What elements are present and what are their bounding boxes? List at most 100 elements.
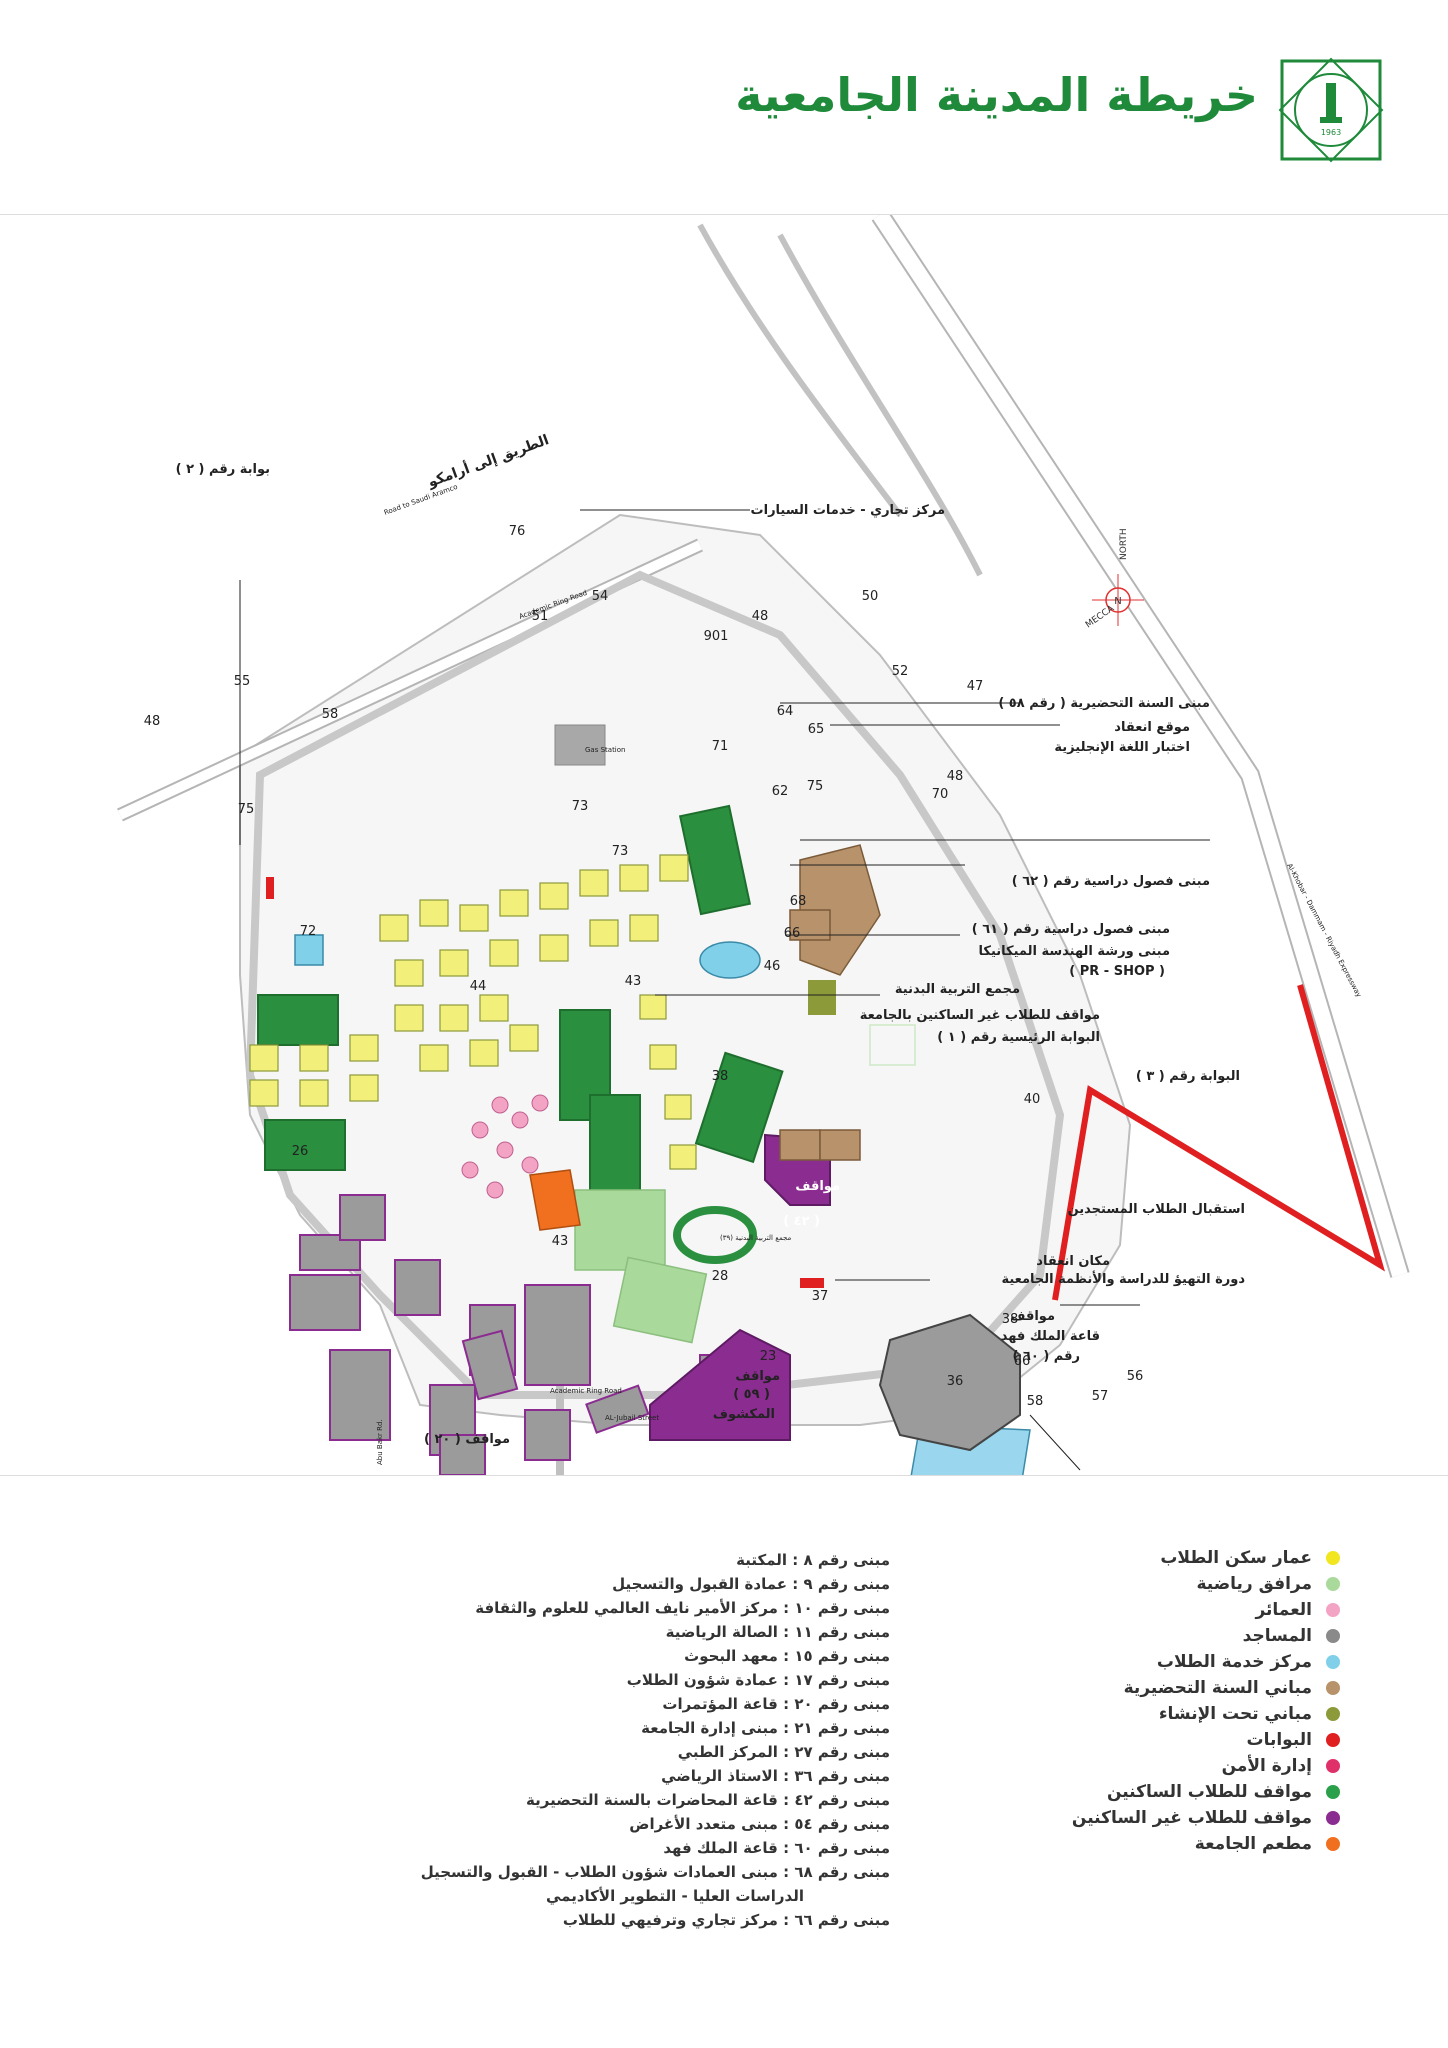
building-labels: 76 54 51 50 48 901 52 47 55 48 58 64 65 … [144, 524, 1144, 1409]
legend-item: مواقف للطلاب غير الساكنين [1010, 1805, 1340, 1831]
legend-dot [1326, 1681, 1340, 1695]
gate-main [800, 1278, 824, 1288]
building-list-item: مبنى رقم ٣٦ : الاستاذ الرياضي [661, 1767, 890, 1785]
svg-text:موقع انعقاد: موقع انعقاد [1114, 720, 1190, 735]
svg-text:البوابة رقم ( ٣ ): البوابة رقم ( ٣ ) [1136, 1069, 1240, 1084]
legend-item: المساجد [1010, 1623, 1340, 1649]
legend-label: مركز خدمة الطلاب [1156, 1652, 1312, 1672]
svg-text:44: 44 [470, 979, 487, 994]
svg-text:65: 65 [808, 722, 825, 737]
svg-text:مجمع التربية البدنية: مجمع التربية البدنية [895, 982, 1020, 997]
building-list: مبنى رقم ٨ : المكتبة مبنى رقم ٩ : عمادة ا… [420, 1548, 890, 1932]
svg-text:23: 23 [760, 1349, 777, 1364]
svg-text:استقبال الطلاب المستجدين: استقبال الطلاب المستجدين [1068, 1202, 1245, 1217]
building-list-item: مبنى رقم ٢٠ : قاعة المؤتمرات [662, 1695, 890, 1713]
svg-text:مواقف للطلاب غير الساكنين بالج: مواقف للطلاب غير الساكنين بالجامعة [860, 1008, 1100, 1023]
svg-text:NORTH: NORTH [1119, 528, 1129, 560]
svg-text:72: 72 [300, 924, 317, 939]
svg-text:المكشوف: المكشوف [713, 1407, 775, 1422]
building-list-item: مبنى رقم ١٧ : عمادة شؤون الطلاب [626, 1671, 890, 1689]
svg-text:28: 28 [712, 1269, 729, 1284]
svg-text:73: 73 [612, 844, 629, 859]
svg-text:1963: 1963 [1321, 128, 1341, 137]
svg-text:مواقف: مواقف [1010, 1309, 1055, 1324]
svg-text:50: 50 [862, 589, 879, 604]
svg-text:مواقف ( ٢٠ ): مواقف ( ٢٠ ) [424, 1432, 510, 1447]
legend-dot [1326, 1655, 1340, 1669]
svg-text:MECCA: MECCA [1084, 603, 1117, 630]
building-list-item: الدراسات العليا - التطوير الأكاديمي [545, 1887, 804, 1905]
svg-text:مواقف: مواقف [795, 1179, 840, 1194]
svg-text:55: 55 [234, 674, 251, 689]
svg-text:مواقف: مواقف [735, 1369, 780, 1384]
svg-text:48: 48 [144, 714, 161, 729]
svg-text:38: 38 [712, 1069, 729, 1084]
svg-text:38: 38 [1002, 1312, 1019, 1327]
svg-text:48: 48 [752, 609, 769, 624]
svg-text:40: 40 [1024, 1092, 1041, 1107]
svg-text:Road to Saudi Aramco: Road to Saudi Aramco [383, 483, 459, 517]
svg-text:AL-Jubail Street: AL-Jubail Street [605, 1414, 659, 1422]
legend-label: مطعم الجامعة [1194, 1834, 1312, 1854]
legend-item: مطعم الجامعة [1010, 1831, 1340, 1857]
svg-text:مجمع التربية البدنية (٣٩): مجمع التربية البدنية (٣٩) [720, 1234, 792, 1242]
label-road-aramco-ar: الطريق إلى أرامكو [424, 430, 551, 491]
svg-text:( PR - SHOP ): ( PR - SHOP ) [1069, 964, 1165, 979]
legend-dot [1326, 1759, 1340, 1773]
legend-dot [1326, 1603, 1340, 1617]
svg-text:مبنى فصول دراسية رقم ( ٦٢ ): مبنى فصول دراسية رقم ( ٦٢ ) [1012, 874, 1210, 889]
footer-divider [0, 1475, 1448, 1476]
legend-label: مواقف للطلاب الساكنين [1106, 1782, 1312, 1802]
legend-dot [1326, 1811, 1340, 1825]
stadium-36 [878, 1313, 1021, 1452]
legend-label: مواقف للطلاب غير الساكنين [1071, 1808, 1312, 1828]
legend-item: مباني تحت الإنشاء [1010, 1701, 1340, 1727]
svg-text:75: 75 [238, 802, 255, 817]
svg-text:58: 58 [322, 707, 339, 722]
building-list-item: مبنى رقم ٥٤ : مبنى متعدد الأغراض [629, 1815, 890, 1833]
svg-text:47: 47 [967, 679, 984, 694]
svg-text:51: 51 [532, 609, 549, 624]
legend-dot [1326, 1707, 1340, 1721]
svg-text:66: 66 [784, 926, 801, 941]
svg-text:58: 58 [1027, 1394, 1044, 1409]
legend-dot [1326, 1785, 1340, 1799]
road-interchange [697, 223, 983, 577]
svg-text:دورة التهيؤ للدراسة والأنظمة ا: دورة التهيؤ للدراسة والأنظمة الجامعية [1001, 1270, 1245, 1287]
legend-dot [1326, 1577, 1340, 1591]
svg-text:اختبار اللغة الإنجليزية: اختبار اللغة الإنجليزية [1054, 740, 1190, 755]
legend-label: إدارة الأمن [1221, 1756, 1312, 1776]
building-list-item: مبنى رقم ٦٦ : مركز تجاري وترفيهي للطلاب [562, 1911, 890, 1929]
svg-text:Abu Bakr Rd.: Abu Bakr Rd. [376, 1419, 384, 1465]
svg-text:Gas Station: Gas Station [585, 746, 625, 754]
building-list-item: مبنى رقم ٤٢ : قاعة المحاضرات بالسنة التح… [526, 1791, 890, 1809]
svg-text:43: 43 [625, 974, 642, 989]
svg-text:76: 76 [509, 524, 526, 539]
building-list-item: مبنى رقم ٦٠ : قاعة الملك فهد [663, 1839, 890, 1857]
building-list-item: مبنى رقم ٩ : عمادة القبول والتسجيل [612, 1575, 890, 1593]
svg-text:Academic Ring Road: Academic Ring Road [550, 1387, 622, 1395]
svg-text:مبنى السنة التحضيرية ( رقم ٥٨: مبنى السنة التحضيرية ( رقم ٥٨ ) [998, 696, 1210, 711]
svg-text:52: 52 [892, 664, 909, 679]
ring-road [245, 570, 1065, 1399]
legend-dot [1326, 1733, 1340, 1747]
university-logo: 1963 [1278, 57, 1384, 163]
svg-text:( ٥٩ ): ( ٥٩ ) [733, 1387, 770, 1402]
svg-text:70: 70 [932, 787, 949, 802]
svg-text:مبنى فصول دراسية رقم ( ٦١ ): مبنى فصول دراسية رقم ( ٦١ ) [972, 922, 1170, 937]
building-list-item: مبنى رقم ٦٨ : مبنى العمادات شؤون الطلاب … [420, 1863, 890, 1881]
svg-text:43: 43 [552, 1234, 569, 1249]
restaurant-40 [529, 1169, 581, 1231]
header-divider [0, 214, 1448, 215]
legend-item: مباني السنة التحضيرية [1010, 1675, 1340, 1701]
building-list-item: مبنى رقم ١٥ : معهد البحوث [684, 1647, 890, 1665]
legend-item: عمار سكن الطلاب [1010, 1545, 1340, 1571]
legend-item: البوابات [1010, 1727, 1340, 1753]
svg-text:( ٤٢ ): ( ٤٢ ) [783, 1214, 820, 1229]
legend-dot [1326, 1837, 1340, 1851]
svg-text:مركز تجاري - خدمات السيارات: مركز تجاري - خدمات السيارات [751, 503, 945, 518]
svg-text:48: 48 [947, 769, 964, 784]
svg-text:73: 73 [572, 799, 589, 814]
building-list-item: مبنى رقم ٨ : المكتبة [736, 1551, 890, 1569]
legend-item: مركز خدمة الطلاب [1010, 1649, 1340, 1675]
